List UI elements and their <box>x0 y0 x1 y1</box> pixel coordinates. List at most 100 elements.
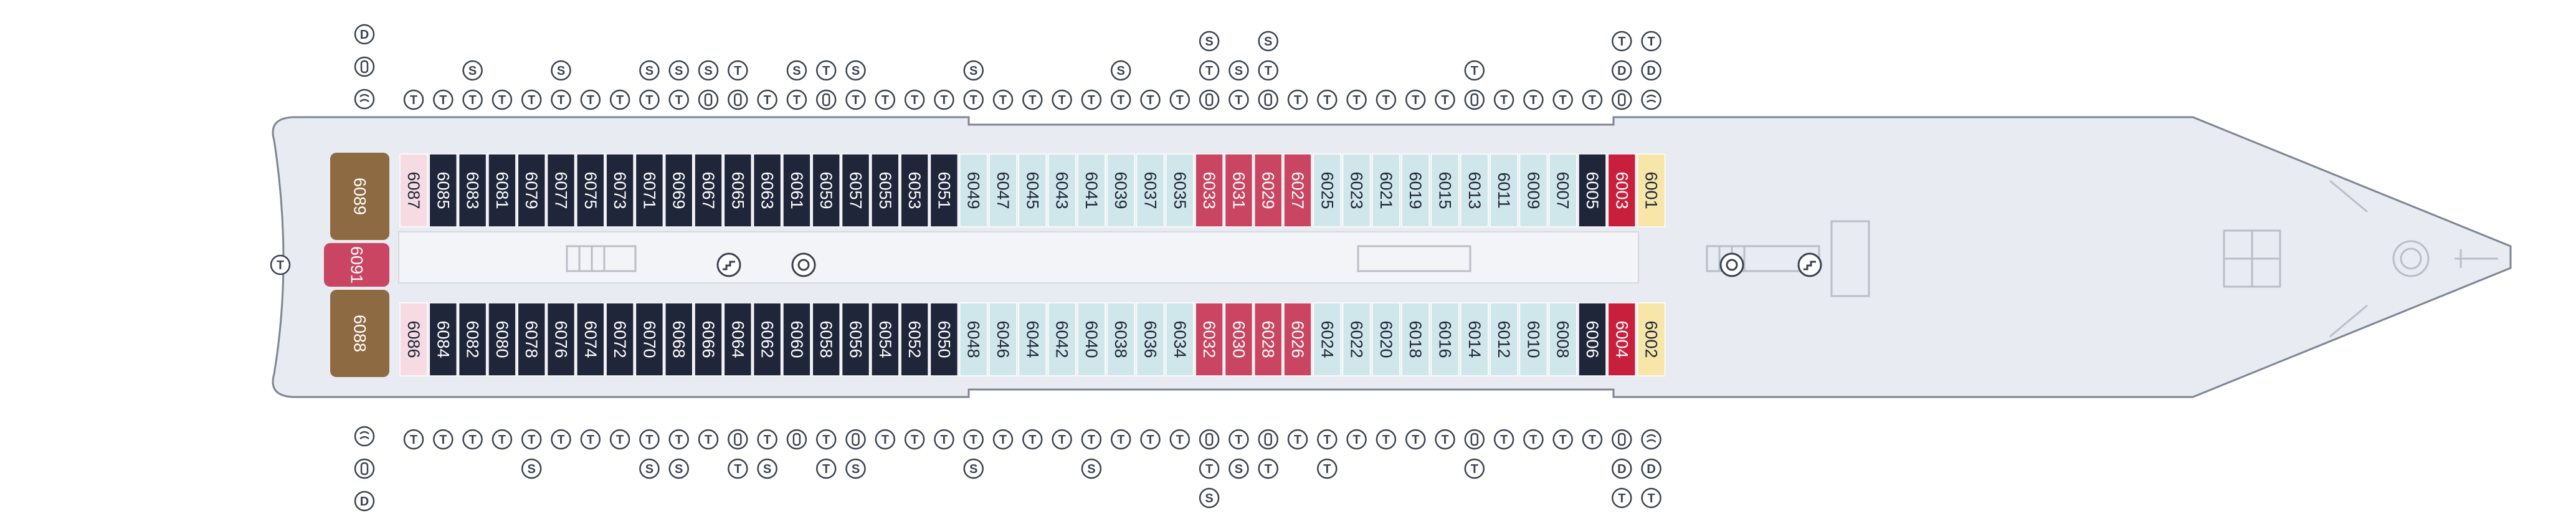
cabin[interactable]: 6042 <box>1047 302 1077 376</box>
cabin[interactable]: 6056 <box>841 302 870 376</box>
cabin[interactable]: 6075 <box>576 153 605 227</box>
cabin[interactable]: 6036 <box>1136 302 1165 376</box>
cabin-number: 6061 <box>787 171 806 209</box>
cabin[interactable]: 6065 <box>723 153 753 227</box>
cabin[interactable]: 6002 <box>1637 302 1666 376</box>
cabin[interactable]: 6052 <box>900 302 929 376</box>
cabin-number: 6071 <box>640 171 658 209</box>
suite[interactable]: 6091 <box>324 243 389 287</box>
cabin[interactable]: 6084 <box>429 302 458 376</box>
symbol-label: T <box>1500 433 1508 447</box>
cabin-number: 6026 <box>1288 320 1307 358</box>
cabin[interactable]: 6044 <box>1018 302 1047 376</box>
cabin[interactable]: 6029 <box>1253 153 1283 227</box>
cabin[interactable]: 6039 <box>1106 153 1135 227</box>
suite[interactable]: 6088 <box>330 290 389 377</box>
cabin[interactable]: 6087 <box>399 153 428 227</box>
cabin[interactable]: 6005 <box>1578 153 1607 227</box>
cabin-number: 6067 <box>699 171 718 209</box>
sofa-bed-icon: S <box>757 458 777 479</box>
cabin[interactable]: 6028 <box>1253 302 1283 376</box>
cabin[interactable]: 6074 <box>576 302 605 376</box>
cabin[interactable]: 6009 <box>1519 153 1548 227</box>
cabin[interactable]: 6071 <box>635 153 664 227</box>
cabin[interactable]: 6085 <box>429 153 458 227</box>
cabin[interactable]: 6041 <box>1077 153 1106 227</box>
cabin[interactable]: 6033 <box>1195 153 1224 227</box>
cabin[interactable]: 6064 <box>723 302 753 376</box>
cabin[interactable]: 6058 <box>812 302 840 376</box>
suite[interactable]: 6089 <box>330 153 389 240</box>
twin-bed-icon: T <box>1493 89 1514 110</box>
cabin[interactable]: 6078 <box>517 302 546 376</box>
cabin[interactable]: 6025 <box>1313 153 1342 227</box>
cabin[interactable]: 6011 <box>1490 153 1518 227</box>
symbol-label: T <box>1294 433 1301 447</box>
cabin[interactable]: 6069 <box>664 153 693 227</box>
cabin[interactable]: 6007 <box>1548 153 1577 227</box>
cabin[interactable]: 6014 <box>1460 302 1489 376</box>
cabin[interactable]: 6086 <box>399 302 428 376</box>
cabin[interactable]: 6031 <box>1224 153 1253 227</box>
symbol-label: T <box>498 93 506 107</box>
cabin[interactable]: 6047 <box>989 153 1017 227</box>
cabin[interactable]: 6081 <box>488 153 516 227</box>
cabin[interactable]: 6034 <box>1166 302 1194 376</box>
cabin[interactable]: 6050 <box>929 302 959 376</box>
cabin[interactable]: 6054 <box>871 302 900 376</box>
cabin[interactable]: 6026 <box>1283 302 1312 376</box>
cabin[interactable]: 6038 <box>1106 302 1135 376</box>
cabin[interactable]: 6066 <box>694 302 723 376</box>
cabin[interactable]: 6080 <box>488 302 516 376</box>
cabin[interactable]: 6045 <box>1018 153 1047 227</box>
cabin[interactable]: 6077 <box>546 153 576 227</box>
cabin[interactable]: 6008 <box>1548 302 1577 376</box>
cabin[interactable]: 6021 <box>1372 153 1400 227</box>
cabin[interactable]: 6048 <box>959 302 988 376</box>
cabin[interactable]: 6024 <box>1313 302 1342 376</box>
cabin[interactable]: 6073 <box>606 153 634 227</box>
cabin[interactable]: 6004 <box>1607 302 1637 376</box>
cabin[interactable]: 6082 <box>458 302 487 376</box>
cabin[interactable]: 6079 <box>517 153 546 227</box>
cabin[interactable]: 6010 <box>1519 302 1548 376</box>
cabin[interactable]: 6068 <box>664 302 693 376</box>
cabin[interactable]: 6043 <box>1047 153 1077 227</box>
cabin[interactable]: 6060 <box>782 302 811 376</box>
cabin[interactable]: 6067 <box>694 153 723 227</box>
cabin[interactable]: 6062 <box>753 302 782 376</box>
cabin[interactable]: 6012 <box>1490 302 1518 376</box>
cabin[interactable]: 6020 <box>1372 302 1400 376</box>
cabin[interactable]: 6018 <box>1401 302 1430 376</box>
cabin[interactable]: 6022 <box>1342 302 1371 376</box>
cabin[interactable]: 6013 <box>1460 153 1489 227</box>
cabin[interactable]: 6035 <box>1166 153 1194 227</box>
cabin[interactable]: 6049 <box>959 153 988 227</box>
cabin[interactable]: 6006 <box>1578 302 1607 376</box>
cabin[interactable]: 6063 <box>753 153 782 227</box>
cabin[interactable]: 6070 <box>635 302 664 376</box>
cabin[interactable]: 6057 <box>841 153 870 227</box>
cabin[interactable]: 6072 <box>606 302 634 376</box>
cabin-shape <box>694 302 723 376</box>
cabin[interactable]: 6051 <box>929 153 959 227</box>
cabin[interactable]: 6046 <box>989 302 1017 376</box>
cabin[interactable]: 6040 <box>1077 302 1106 376</box>
cabin[interactable]: 6083 <box>458 153 487 227</box>
cabin[interactable]: 6003 <box>1607 153 1637 227</box>
cabin[interactable]: 6019 <box>1401 153 1430 227</box>
cabin[interactable]: 6053 <box>900 153 929 227</box>
cabin-shape <box>1519 153 1548 227</box>
cabin[interactable]: 6059 <box>812 153 840 227</box>
cabin[interactable]: 6016 <box>1430 302 1460 376</box>
cabin[interactable]: 6055 <box>871 153 900 227</box>
cabin[interactable]: 6076 <box>546 302 576 376</box>
cabin[interactable]: 6030 <box>1224 302 1253 376</box>
cabin[interactable]: 6061 <box>782 153 811 227</box>
cabin[interactable]: 6027 <box>1283 153 1312 227</box>
cabin[interactable]: 6023 <box>1342 153 1371 227</box>
cabin[interactable]: 6032 <box>1195 302 1224 376</box>
cabin[interactable]: 6037 <box>1136 153 1165 227</box>
cabin[interactable]: 6015 <box>1430 153 1460 227</box>
cabin[interactable]: 6001 <box>1637 153 1666 227</box>
